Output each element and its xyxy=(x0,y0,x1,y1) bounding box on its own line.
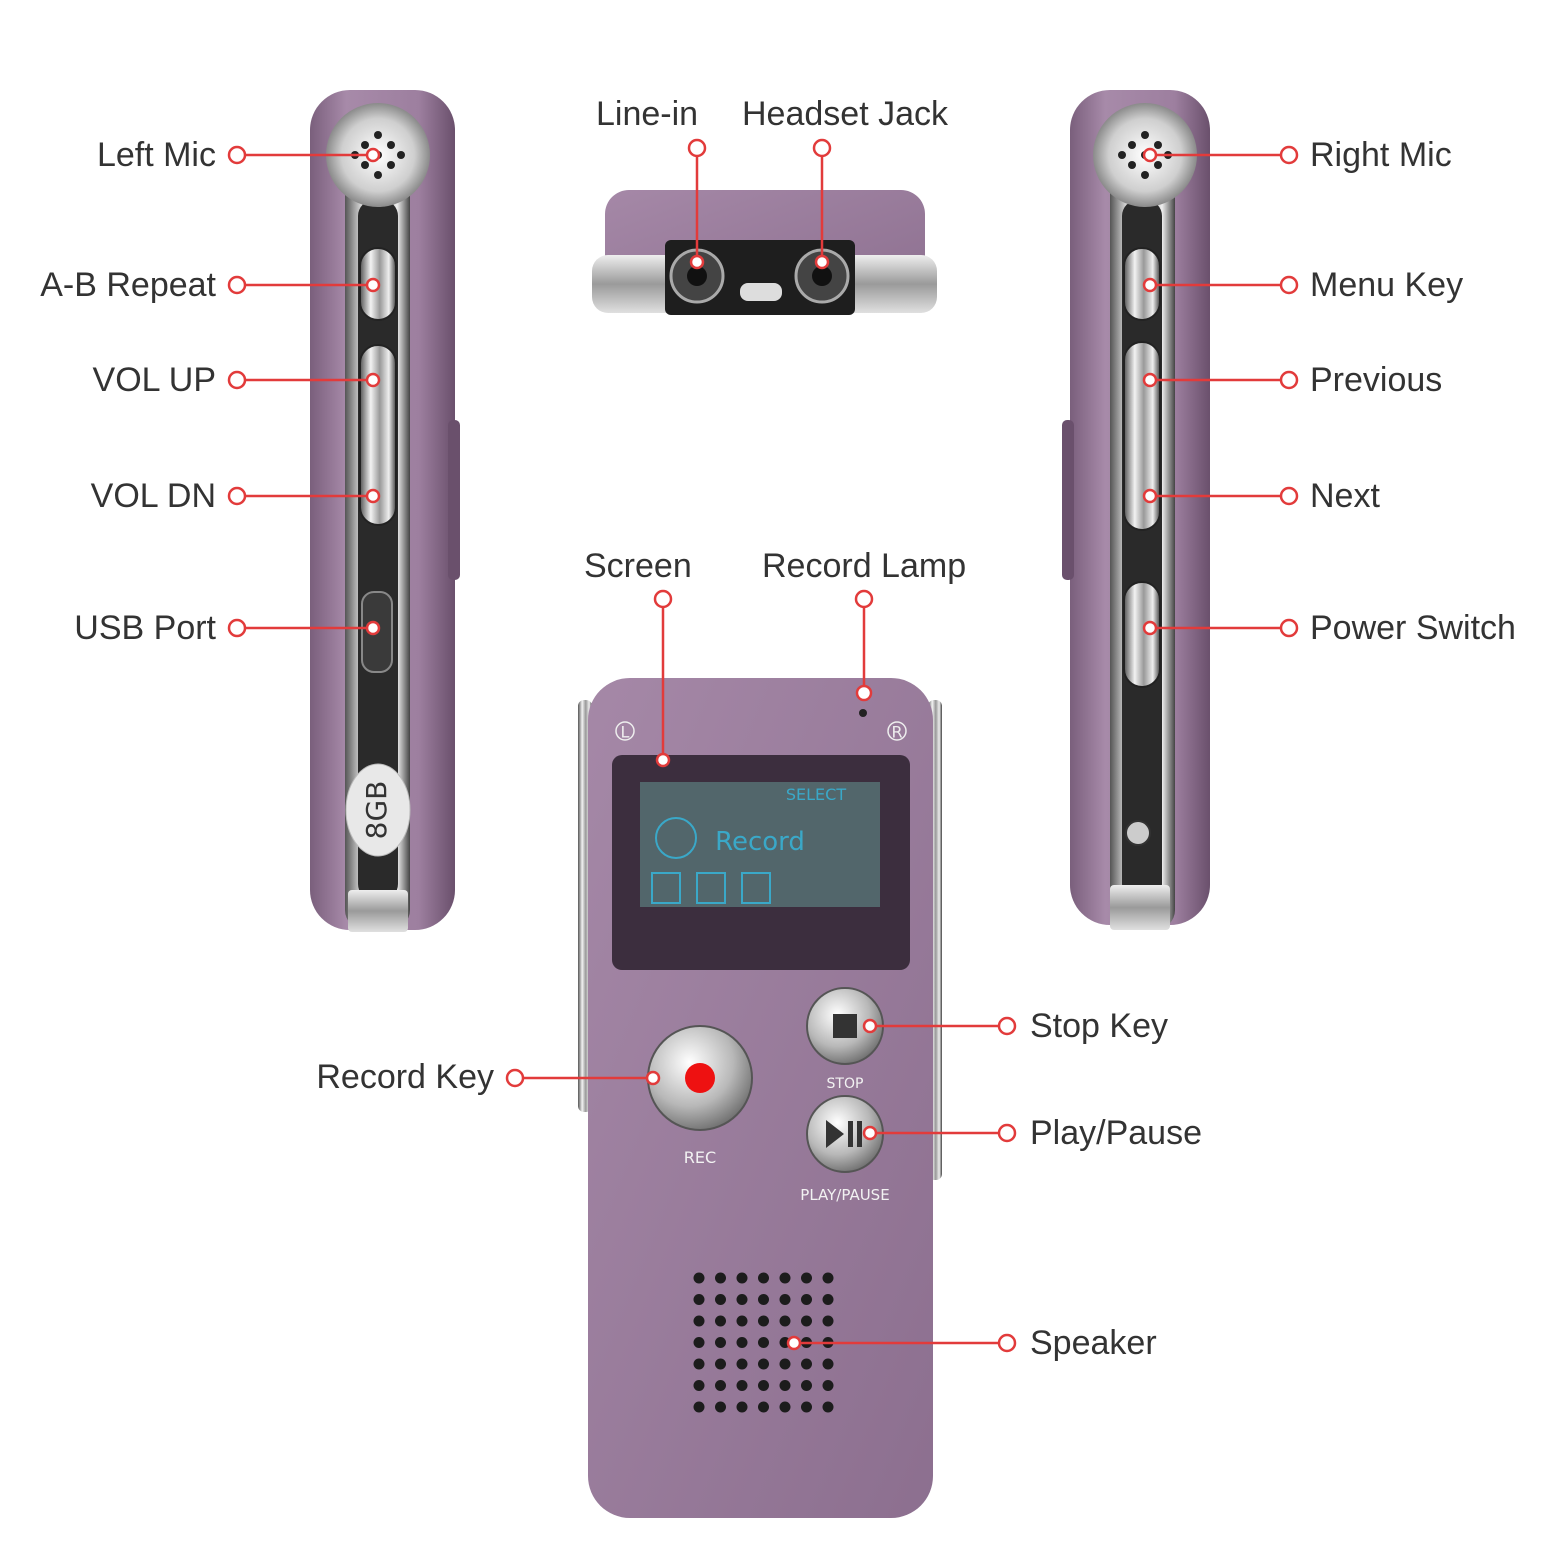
rec-label: REC xyxy=(684,1148,716,1167)
speaker-hole xyxy=(715,1272,726,1284)
label-stop-key: Stop Key xyxy=(1030,1007,1168,1045)
right-side-edge-button xyxy=(1062,420,1074,580)
label-speaker: Speaker xyxy=(1030,1324,1157,1362)
speaker-hole xyxy=(693,1272,705,1284)
speaker-hole xyxy=(779,1358,791,1370)
capacity-badge: 8GB xyxy=(360,781,393,840)
prev-next-rocker xyxy=(1123,341,1161,531)
speaker-hole xyxy=(715,1380,726,1391)
label-record-lamp: Record Lamp xyxy=(762,547,967,585)
label-play-pause: Play/Pause xyxy=(1030,1114,1202,1152)
lcd-icon-2 xyxy=(696,872,726,904)
speaker-hole xyxy=(822,1272,834,1284)
callout-lines xyxy=(227,138,1299,1353)
speaker-hole xyxy=(758,1358,769,1370)
right-channel-mark: R xyxy=(891,723,902,742)
play-pause-icon xyxy=(826,1120,844,1148)
stop-label: STOP xyxy=(827,1076,864,1092)
right-side-bottom-cap xyxy=(1110,885,1170,930)
lcd-icon-1 xyxy=(651,872,681,904)
speaker-hole xyxy=(693,1294,705,1305)
speaker-hole xyxy=(736,1380,748,1391)
speaker-hole xyxy=(715,1401,726,1413)
speaker-hole xyxy=(779,1294,791,1305)
record-dot-icon xyxy=(685,1063,715,1093)
speaker-hole xyxy=(822,1294,834,1305)
speaker-hole xyxy=(822,1358,834,1370)
speaker-hole xyxy=(715,1294,726,1305)
speaker-hole xyxy=(736,1358,748,1370)
label-screen: Screen xyxy=(584,547,692,585)
speaker-hole xyxy=(758,1315,769,1327)
speaker-hole xyxy=(715,1337,726,1348)
top-view-center-slot xyxy=(740,283,782,301)
speaker-hole xyxy=(801,1401,812,1413)
top-view xyxy=(592,190,937,315)
speaker-hole xyxy=(693,1358,705,1370)
front-view: L R SELECT Record REC STOP PLAY/PAUSE xyxy=(578,678,942,1518)
speaker-hole xyxy=(822,1380,834,1391)
speaker-hole xyxy=(801,1315,812,1327)
speaker-hole xyxy=(736,1294,748,1305)
speaker-hole xyxy=(736,1315,748,1327)
left-side-view: 8GB xyxy=(310,90,460,932)
speaker-hole xyxy=(736,1337,748,1348)
left-mic-holes xyxy=(351,131,405,179)
speaker-hole xyxy=(715,1315,726,1327)
speaker-hole xyxy=(801,1380,812,1391)
right-side-view xyxy=(1062,90,1210,930)
speaker-hole xyxy=(758,1401,769,1413)
speaker-hole xyxy=(822,1401,834,1413)
label-headset-jack: Headset Jack xyxy=(742,95,948,133)
label-ab-repeat: A-B Repeat xyxy=(40,266,216,304)
record-lamp-led xyxy=(859,709,867,717)
speaker-hole xyxy=(758,1380,769,1391)
label-left-mic: Left Mic xyxy=(96,136,216,174)
speaker-hole xyxy=(693,1401,705,1413)
label-line-in: Line-in xyxy=(596,95,699,133)
label-previous: Previous xyxy=(1310,361,1443,399)
left-side-edge-button xyxy=(448,420,460,580)
label-vol-dn: VOL DN xyxy=(90,477,216,515)
volume-rocker xyxy=(359,344,397,526)
label-usb-port: USB Port xyxy=(74,609,216,647)
speaker-hole xyxy=(736,1272,748,1284)
power-switch-slider xyxy=(1123,581,1161,688)
speaker-hole xyxy=(779,1272,791,1284)
label-vol-up: VOL UP xyxy=(92,361,216,399)
label-right-mic: Right Mic xyxy=(1310,136,1452,174)
play-pause-label: PLAY/PAUSE xyxy=(800,1186,889,1204)
speaker-grille xyxy=(693,1272,834,1413)
speaker-hole xyxy=(779,1315,791,1327)
label-power-switch: Power Switch xyxy=(1310,609,1516,647)
speaker-hole xyxy=(779,1401,791,1413)
speaker-hole xyxy=(715,1358,726,1370)
speaker-hole xyxy=(758,1272,769,1284)
left-channel-mark: L xyxy=(621,723,630,742)
reset-screw-icon xyxy=(1125,820,1151,846)
speaker-hole xyxy=(801,1358,812,1370)
lcd-icon-3 xyxy=(741,872,771,904)
lcd-header-text: SELECT xyxy=(786,785,846,804)
speaker-hole xyxy=(736,1401,748,1413)
lcd-record-icon xyxy=(655,817,697,859)
speaker-hole xyxy=(758,1337,769,1348)
lcd-mode-text: Record xyxy=(715,827,805,857)
stop-icon xyxy=(833,1014,857,1038)
label-next: Next xyxy=(1310,477,1380,515)
speaker-hole xyxy=(693,1337,705,1348)
label-menu-key: Menu Key xyxy=(1310,266,1464,304)
speaker-hole xyxy=(693,1380,705,1391)
speaker-hole xyxy=(693,1315,705,1327)
speaker-hole xyxy=(801,1294,812,1305)
speaker-hole xyxy=(801,1272,812,1284)
speaker-hole xyxy=(758,1294,769,1305)
capacity-badge-disc xyxy=(345,763,411,857)
left-side-bottom-cap xyxy=(348,890,408,932)
speaker-hole xyxy=(779,1380,791,1391)
speaker-hole xyxy=(822,1315,834,1327)
label-record-key: Record Key xyxy=(316,1058,494,1096)
